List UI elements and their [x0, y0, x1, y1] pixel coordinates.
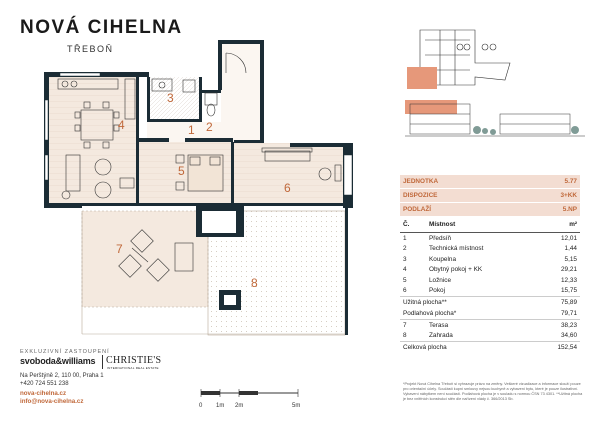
room-num-cell: 6 [403, 287, 407, 295]
unit-label: JEDNOTKA [400, 175, 535, 189]
total-value: 152,54 [534, 341, 580, 353]
footnote: *Projekt Nová Cihelna Třeboň si vyhrazuj… [403, 382, 583, 401]
table-row: 5 Ložnice 12,33 [400, 275, 580, 286]
table-row: 3 Koupelna 5,15 [400, 254, 580, 265]
table-row: 2 Technická místnost 1,44 [400, 244, 580, 255]
room-name-cell: Předsíň [429, 234, 452, 242]
total-label: Celková plocha [400, 341, 535, 353]
scale-label-1m: 1m [216, 403, 224, 409]
agency-label: EXKLUZIVNÍ ZASTOUPENÍ [20, 349, 110, 355]
project-location: TŘEBOŇ [67, 44, 114, 54]
usable-area-row: Užitná plocha** 75,89 [400, 296, 580, 308]
room-name-cell: Ložnice [429, 276, 452, 284]
usable-value: 75,89 [534, 296, 580, 308]
column-void [202, 211, 236, 233]
floor-area-value: 79,71 [561, 309, 577, 317]
table-row: 6 Pokoj 15,75 [400, 286, 580, 297]
room-area-cell: 5,15 [564, 255, 577, 263]
usable-label: Užitná plocha** [400, 296, 535, 308]
room-number-4: 4 [118, 118, 125, 132]
website-link[interactable]: nova-cihelna.cz [20, 390, 67, 397]
room-num-cell: 1 [403, 234, 407, 242]
room-number-1: 1 [188, 123, 195, 137]
floor-value: 5.NP [534, 202, 580, 217]
layout-row: DISPOZICE 3+KK [400, 188, 580, 203]
furniture [57, 52, 342, 282]
scale-label-2m: 2m [235, 403, 243, 409]
room-area-cell: 1,44 [564, 245, 577, 253]
floor-label: PODLAŽÍ [400, 202, 535, 217]
key-plan [407, 29, 511, 89]
room-num-cell: 5 [403, 276, 407, 284]
room-num-cell: 7 [400, 318, 426, 331]
unit-highlight [407, 67, 437, 89]
bathroom-floor [147, 77, 202, 122]
email-link[interactable]: info@nova-cihelna.cz [20, 398, 84, 405]
scale-label-0: 0 [199, 403, 203, 409]
unit-row: JEDNOTKA 5.77 [400, 175, 580, 189]
col-room: Místnost [426, 216, 535, 233]
room-area-cell: 38,23 [534, 318, 580, 331]
room-name-cell: Obytný pokoj + KK [429, 266, 483, 274]
scale-label-5m: 5m [292, 403, 300, 409]
room-number-2: 2 [206, 120, 213, 134]
floor-area-row: Podlahová plocha* 79,71 [400, 308, 580, 319]
brand-left: svoboda&williams [20, 356, 96, 366]
col-num: Č. [400, 216, 426, 233]
brand-sub: INTERNATIONAL REAL ESTATE [107, 366, 159, 370]
floor-area-label: Podlahová plocha* [403, 309, 457, 317]
room-number-8: 8 [251, 276, 258, 290]
column-header-row: Č. Místnost m² [400, 216, 580, 233]
room-name-cell: Koupelna [429, 255, 457, 263]
room-area-cell: 12,33 [561, 276, 577, 284]
room-num-cell: 4 [403, 266, 407, 274]
agency-phone[interactable]: +420 724 551 238 [20, 381, 69, 387]
agency-logo: svoboda&williams CHRISTIE'S INTERNATIONA… [20, 355, 162, 370]
room-num-cell: 3 [403, 255, 407, 263]
table-row: 8 Zahrada 34,60 [400, 331, 580, 342]
room-area-cell: 15,75 [561, 287, 577, 295]
layout-label: DISPOZICE [400, 188, 535, 203]
room-name-cell: Terasa [426, 318, 535, 331]
room-area-cell: 29,21 [561, 266, 577, 274]
entrance-floor [221, 42, 262, 142]
floor-row: PODLAŽÍ 5.NP [400, 202, 580, 217]
unit-value: 5.77 [534, 175, 580, 189]
floor-highlight [405, 100, 457, 114]
room-area-cell: 34,60 [561, 332, 577, 340]
brand-right: CHRISTIE'S [106, 355, 162, 366]
table-row: 1 Předsíň 12,01 [400, 233, 580, 244]
building-elevation [405, 100, 585, 137]
room-number-7: 7 [116, 242, 123, 256]
table-row: 7 Terasa 38,23 [400, 318, 580, 331]
room-number-3: 3 [167, 91, 174, 105]
room-name-cell: Technická místnost [429, 245, 484, 253]
project-title: NOVÁ CIHELNA [20, 17, 183, 38]
room-num-cell: 8 [403, 332, 407, 340]
room-number-5: 5 [178, 164, 185, 178]
room-name-cell: Zahrada [429, 332, 453, 340]
col-area: m² [534, 216, 580, 233]
table-row: 4 Obytný pokoj + KK 29,21 [400, 265, 580, 276]
room-num-cell: 2 [403, 245, 407, 253]
scale-bar: 0 1m 2m 5m [199, 389, 300, 409]
logo-divider [102, 355, 103, 369]
room-area-cell: 12,01 [561, 234, 577, 242]
room-number-6: 6 [284, 181, 291, 195]
room-name-cell: Pokoj [429, 287, 445, 295]
agency-address: Na Perštýně 2, 110 00, Praha 1 [20, 373, 104, 379]
spec-table: JEDNOTKA 5.77 DISPOZICE 3+KK PODLAŽÍ 5.N… [400, 175, 580, 353]
room-6-floor [234, 143, 344, 203]
layout-value: 3+KK [534, 188, 580, 203]
total-row: Celková plocha 152,54 [400, 341, 580, 353]
